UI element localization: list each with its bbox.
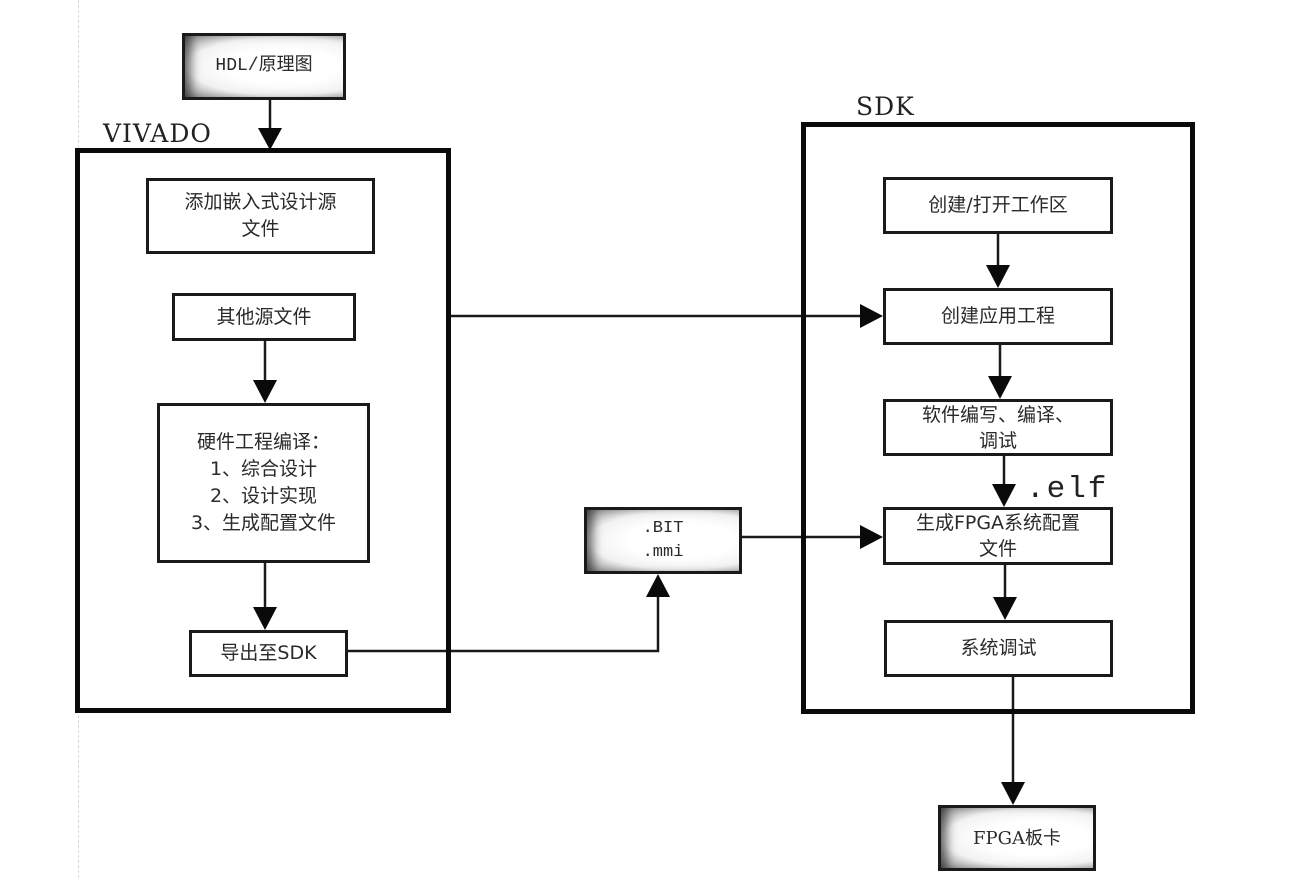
edge-export-to-bit <box>348 597 660 653</box>
arrowhead-down-icon <box>1001 782 1025 805</box>
arrowhead-right-icon <box>860 525 883 549</box>
sdk-container <box>801 122 1195 714</box>
system-debug-node: 系统调试 <box>884 620 1113 677</box>
bit-mmi-artifact-node: .BIT .mmi <box>584 507 742 574</box>
hardware-compile-node: 硬件工程编译： 1、综合设计 2、设计实现 3、生成配置文件 <box>157 403 370 563</box>
arrowhead-down-icon <box>988 376 1012 399</box>
create-app-node: 创建应用工程 <box>883 288 1113 345</box>
vivado-title: VIVADO <box>103 119 212 148</box>
other-sources-node: 其他源文件 <box>172 293 356 341</box>
sdk-title: SDK <box>856 92 915 121</box>
arrowhead-down-icon <box>992 484 1016 507</box>
add-embedded-sources-node: 添加嵌入式设计源 文件 <box>146 178 375 254</box>
software-dev-node: 软件编写、编译、 调试 <box>883 399 1113 456</box>
vivado-container <box>75 148 451 713</box>
arrowhead-right-icon <box>860 304 883 328</box>
hdl-schematic-label: HDL/原理图 <box>215 56 313 76</box>
export-sdk-label: 导出至SDK <box>220 642 317 664</box>
create-app-label: 创建应用工程 <box>940 305 1055 327</box>
export-sdk-node: 导出至SDK <box>189 630 348 677</box>
other-sources-label: 其他源文件 <box>216 305 312 328</box>
elf-artifact-label: .elf <box>1026 472 1109 507</box>
fpga-board-node: FPGA板卡 <box>938 805 1096 871</box>
arrowhead-down-icon <box>253 607 277 630</box>
bit-mmi-label: .BIT .mmi <box>642 518 684 562</box>
software-dev-label: 软件编写、编译、 调试 <box>921 403 1074 452</box>
fpga-board-label: FPGA板卡 <box>973 827 1061 849</box>
hdl-schematic-node: HDL/原理图 <box>182 33 346 100</box>
arrowhead-down-icon <box>253 380 277 403</box>
add-embedded-sources-label: 添加嵌入式设计源 文件 <box>184 191 337 240</box>
system-debug-label: 系统调试 <box>960 637 1037 659</box>
gen-config-node: 生成FPGA系统配置 文件 <box>883 507 1113 565</box>
arrowhead-down-icon <box>993 597 1017 620</box>
workspace-label: 创建/打开工作区 <box>928 194 1068 216</box>
arrowhead-up-icon <box>646 574 670 597</box>
workspace-node: 创建/打开工作区 <box>883 177 1113 234</box>
gen-config-label: 生成FPGA系统配置 文件 <box>915 512 1081 560</box>
arrowhead-down-icon <box>986 265 1010 288</box>
arrowhead-down-icon <box>258 128 282 150</box>
hardware-compile-label: 硬件工程编译： 1、综合设计 2、设计实现 3、生成配置文件 <box>190 431 337 534</box>
